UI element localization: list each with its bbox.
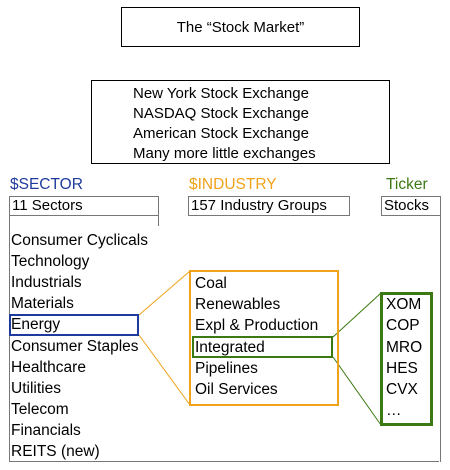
ticker-item: HES — [386, 360, 418, 377]
sector-item: REITS (new) — [11, 443, 100, 460]
diagram-title: The “Stock Market” — [176, 18, 305, 36]
exchange-item: Many more little exchanges — [133, 145, 316, 162]
ticker-subheader: Stocks — [381, 196, 441, 216]
sector-item: Utilities — [11, 380, 61, 397]
sector-item: Telecom — [11, 401, 69, 418]
diagram-title-box: The “Stock Market” — [121, 7, 360, 47]
sector-item: Financials — [11, 422, 81, 439]
sector-item: Consumer Cyclicals — [11, 232, 148, 249]
ticker-header: Ticker — [386, 176, 428, 193]
sector-header: $SECTOR — [10, 176, 83, 193]
industry-list-frame — [189, 270, 339, 406]
sector-item: Industrials — [11, 274, 82, 291]
industry-subheader: 157 Industry Groups — [188, 196, 350, 216]
sector-item: Healthcare — [11, 359, 86, 376]
ticker-item: … — [386, 402, 402, 419]
sector-subheader: 11 Sectors — [9, 196, 159, 216]
industry-item: Coal — [195, 275, 227, 292]
sector-column-frame — [9, 216, 439, 462]
ticker-item: XOM — [386, 296, 422, 313]
exchange-item: NASDAQ Stock Exchange — [133, 105, 309, 122]
exchanges-box: New York Stock Exchange NASDAQ Stock Exc… — [91, 80, 390, 164]
sector-item: Consumer Staples — [11, 338, 139, 355]
industry-header: $INDUSTRY — [189, 176, 277, 193]
integrated-highlight-box — [192, 336, 333, 358]
industry-item: Expl & Production — [195, 317, 319, 334]
ticker-list-frame — [380, 292, 433, 426]
sector-column-right-edge — [158, 216, 159, 226]
ticker-item: COP — [386, 317, 420, 334]
exchange-item: New York Stock Exchange — [133, 85, 309, 102]
industry-item: Pipelines — [195, 360, 258, 377]
sector-item-energy: Energy — [11, 316, 61, 333]
ticker-item: CVX — [386, 381, 418, 398]
ticker-item: MRO — [386, 339, 423, 356]
sector-item: Technology — [11, 253, 90, 270]
sector-item: Materials — [11, 295, 74, 312]
energy-highlight-box — [9, 314, 139, 336]
frame-right-edge — [440, 216, 441, 462]
industry-item: Oil Services — [195, 381, 278, 398]
industry-item: Renewables — [195, 296, 281, 313]
industry-item-integrated: Integrated — [195, 339, 265, 356]
exchange-item: American Stock Exchange — [133, 125, 309, 142]
